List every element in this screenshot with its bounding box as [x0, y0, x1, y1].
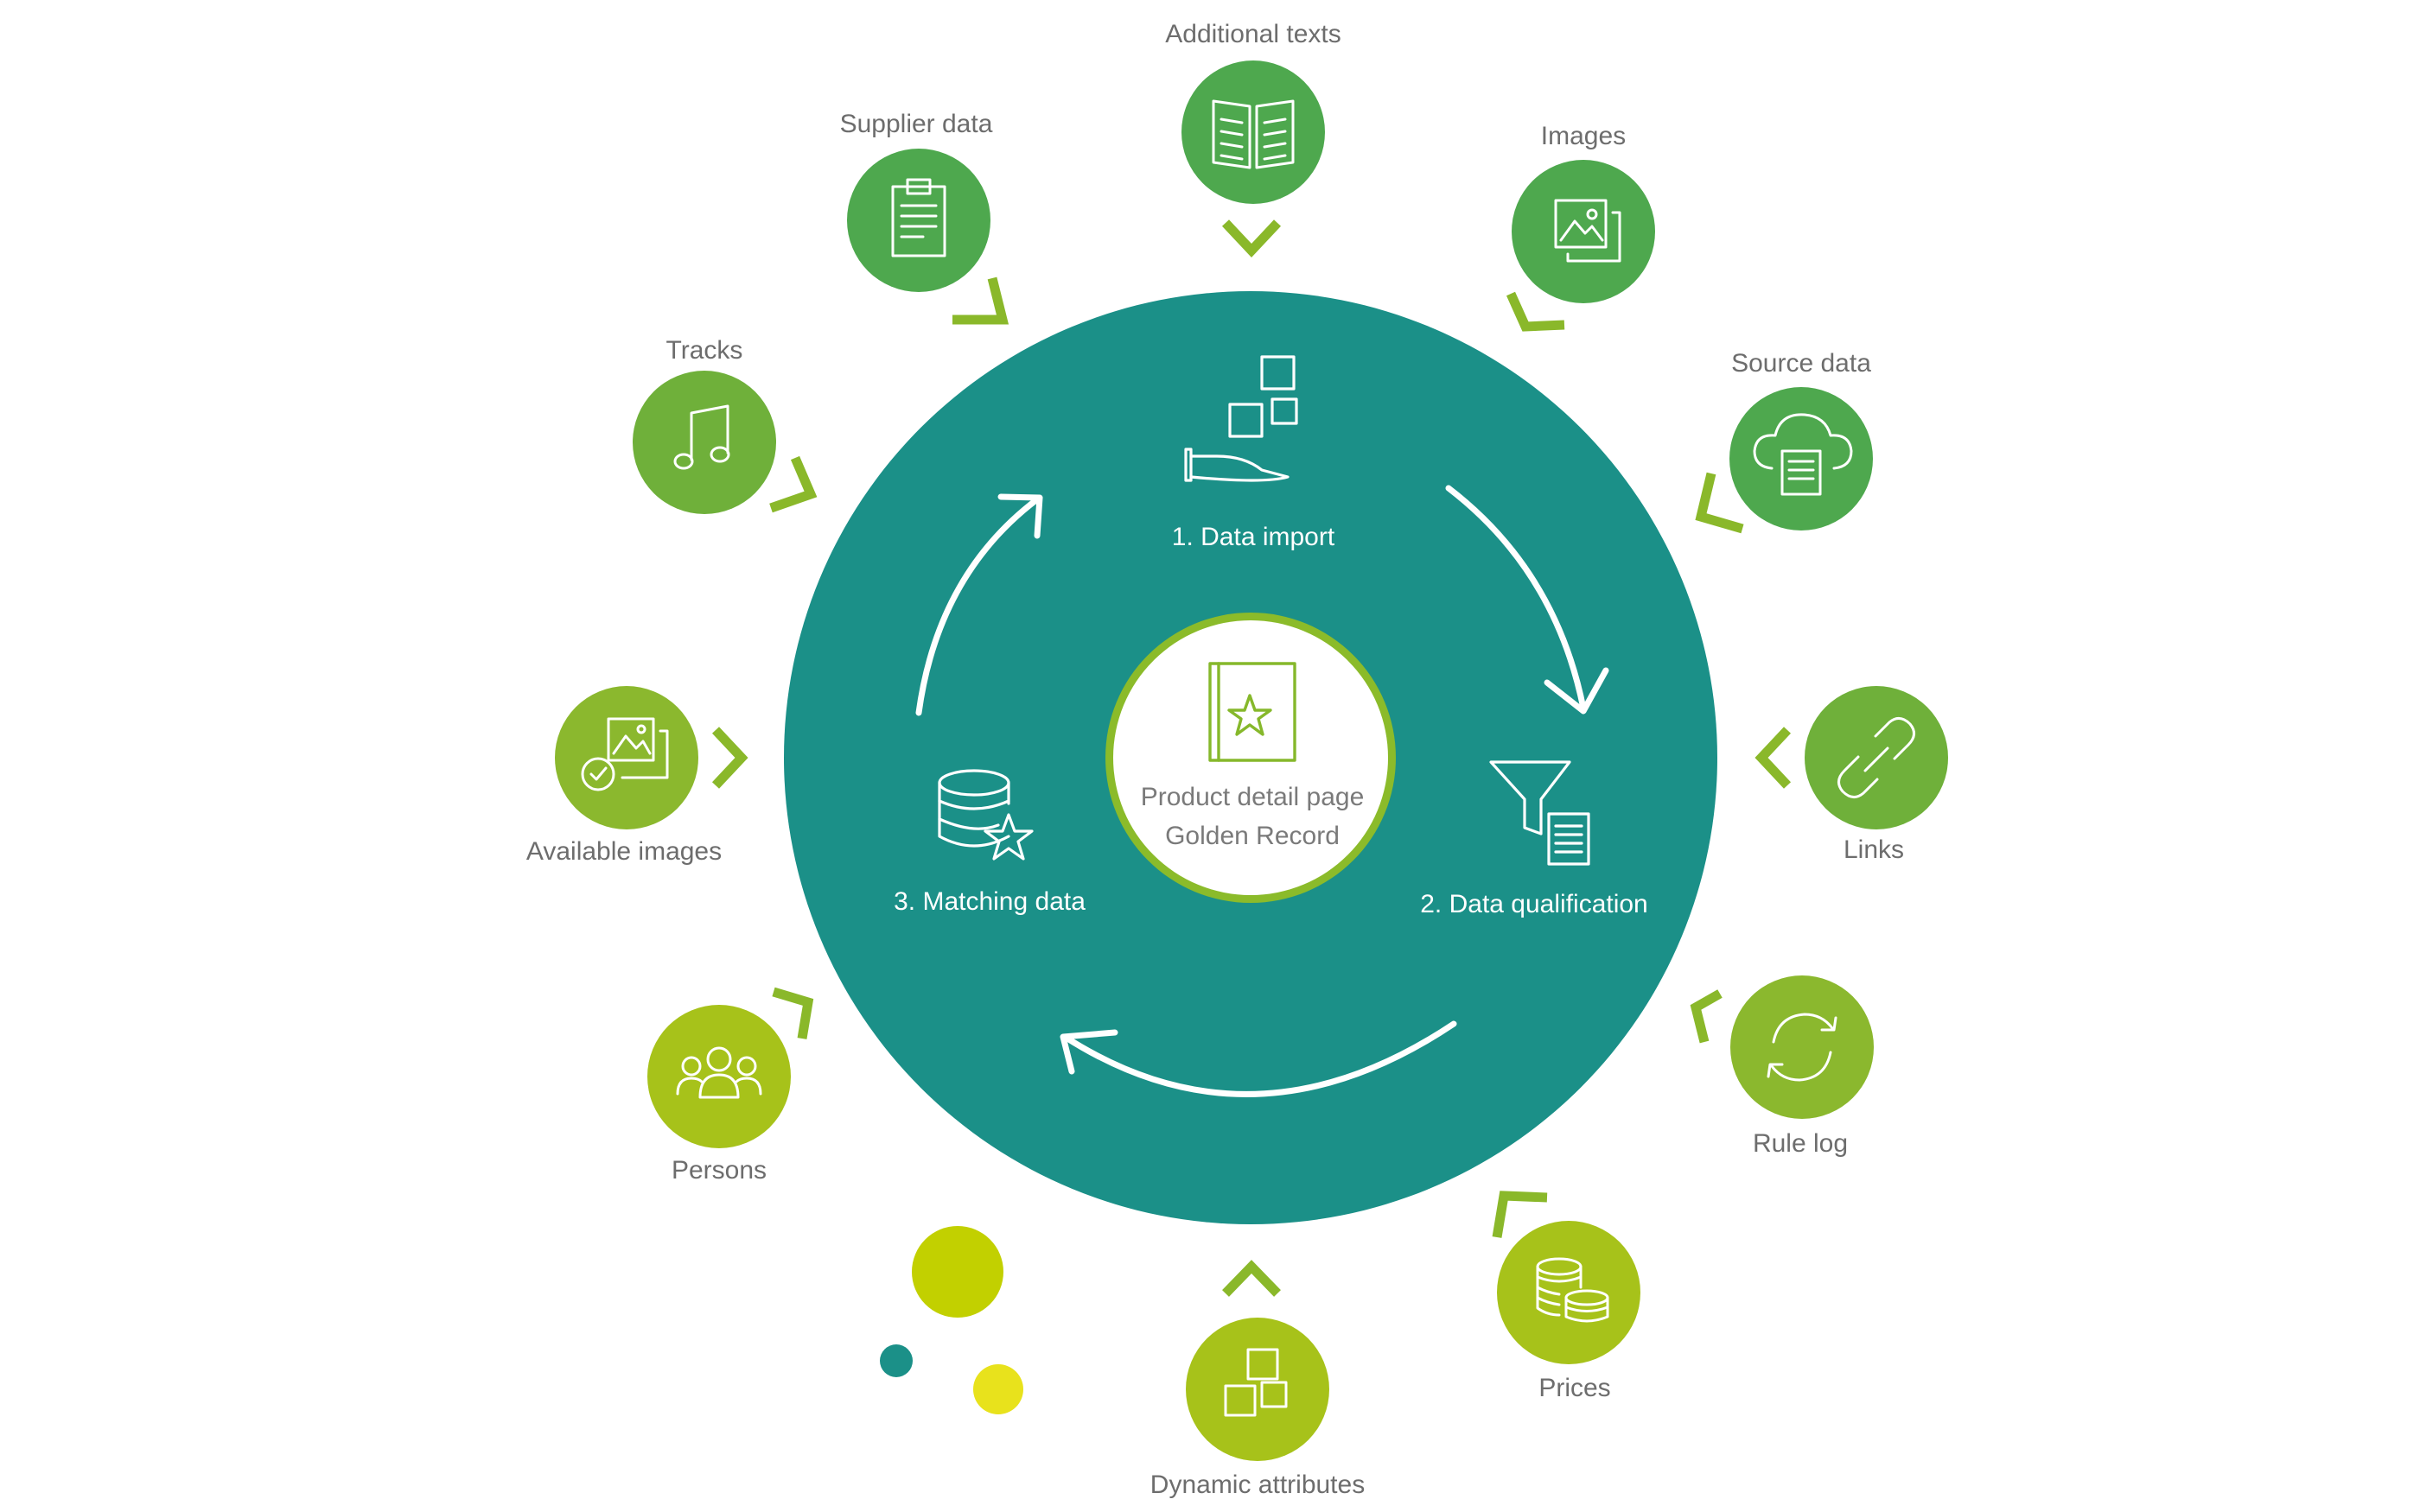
chevron: [1690, 989, 1723, 1044]
cycle-arrow-qualification-to-matching: [1060, 1020, 1457, 1097]
source-label: Tracks: [666, 336, 743, 365]
coin-stacks-icon: [1536, 1257, 1609, 1323]
source-images: Images: [1512, 122, 1655, 303]
source-links: Links: [1805, 686, 1948, 864]
source-circle: [1181, 60, 1325, 204]
chevron: [711, 727, 748, 789]
stage-label: 1. Data import: [1172, 523, 1335, 551]
inflow-chevrons: [711, 219, 1792, 1297]
source-available-images: Available images: [526, 686, 722, 866]
cube-stack-icon: [1224, 1348, 1288, 1417]
source-label: Additional texts: [1165, 20, 1341, 48]
source-label: Available images: [526, 837, 722, 866]
source-rule-log: Rule log: [1730, 975, 1874, 1158]
stage-data-qualification: 2. Data qualification: [1420, 760, 1648, 918]
source-tracks: Tracks: [633, 336, 776, 514]
source-persons: Persons: [647, 1005, 791, 1185]
source-prices: Prices: [1497, 1221, 1640, 1402]
source-label: Prices: [1538, 1374, 1610, 1402]
golden-record-center: Product detail page Golden Record: [1105, 613, 1396, 903]
center-title-line1: Product detail page: [1141, 783, 1365, 811]
chevron: [1754, 727, 1792, 789]
source-circle: [1729, 387, 1873, 530]
chevron: [1221, 219, 1282, 258]
cloud-document-icon: [1753, 413, 1853, 496]
cycle-arrow-matching-to-import: [915, 493, 1043, 716]
decorative-dots: [880, 1226, 1023, 1414]
chevron: [769, 455, 818, 513]
cubes-conveyor-icon: [1184, 355, 1298, 482]
source-source-data: Source data: [1729, 349, 1873, 530]
open-book-icon: [1212, 99, 1295, 169]
music-note-icon: [673, 404, 730, 470]
source-circle: [647, 1005, 791, 1148]
chevron: [1506, 291, 1565, 332]
source-circle: [1730, 975, 1874, 1119]
chevron: [1492, 1191, 1548, 1238]
stage-matching-data: 3. Matching data: [894, 769, 1086, 916]
source-label: Dynamic attributes: [1150, 1471, 1365, 1499]
center-title-line2: Golden Record: [1165, 822, 1340, 850]
source-circle: [1186, 1318, 1329, 1461]
source-label: Persons: [672, 1156, 767, 1185]
source-circle: [633, 371, 776, 514]
stage-data-import: 1. Data import: [1172, 355, 1335, 551]
chevron: [1222, 1260, 1281, 1297]
source-additional-texts: Additional texts: [1165, 20, 1341, 204]
stage-label: 2. Data qualification: [1420, 890, 1648, 918]
image-check-icon: [581, 717, 669, 791]
cycle-arrow-import-to-qualification: [1445, 485, 1609, 715]
decor-dot: [973, 1364, 1023, 1414]
decor-dot: [912, 1226, 1003, 1318]
source-label: Rule log: [1753, 1129, 1848, 1158]
decor-dot: [880, 1344, 913, 1377]
image-stack-icon: [1554, 199, 1621, 263]
source-circle: [1497, 1221, 1640, 1364]
source-supplier-data: Supplier data: [840, 110, 993, 292]
chevron: [772, 987, 814, 1039]
database-star-icon: [938, 769, 1034, 861]
source-label: Supplier data: [840, 110, 993, 138]
funnel-document-icon: [1489, 760, 1590, 866]
clipboard-icon: [891, 178, 946, 257]
refresh-cycle-icon: [1767, 1013, 1837, 1082]
source-label: Source data: [1731, 349, 1871, 378]
source-label: Images: [1541, 122, 1626, 150]
stage-label: 3. Matching data: [894, 887, 1086, 916]
source-circle: [555, 686, 698, 829]
source-label: Links: [1844, 835, 1904, 864]
chevron: [952, 276, 1009, 325]
book-star-icon: [1208, 662, 1296, 762]
people-group-icon: [676, 1046, 762, 1099]
chevron: [1695, 472, 1744, 534]
chain-link-icon: [1837, 717, 1915, 798]
source-dynamic-attributes: Dynamic attributes: [1150, 1318, 1365, 1499]
source-circle: [847, 149, 990, 292]
